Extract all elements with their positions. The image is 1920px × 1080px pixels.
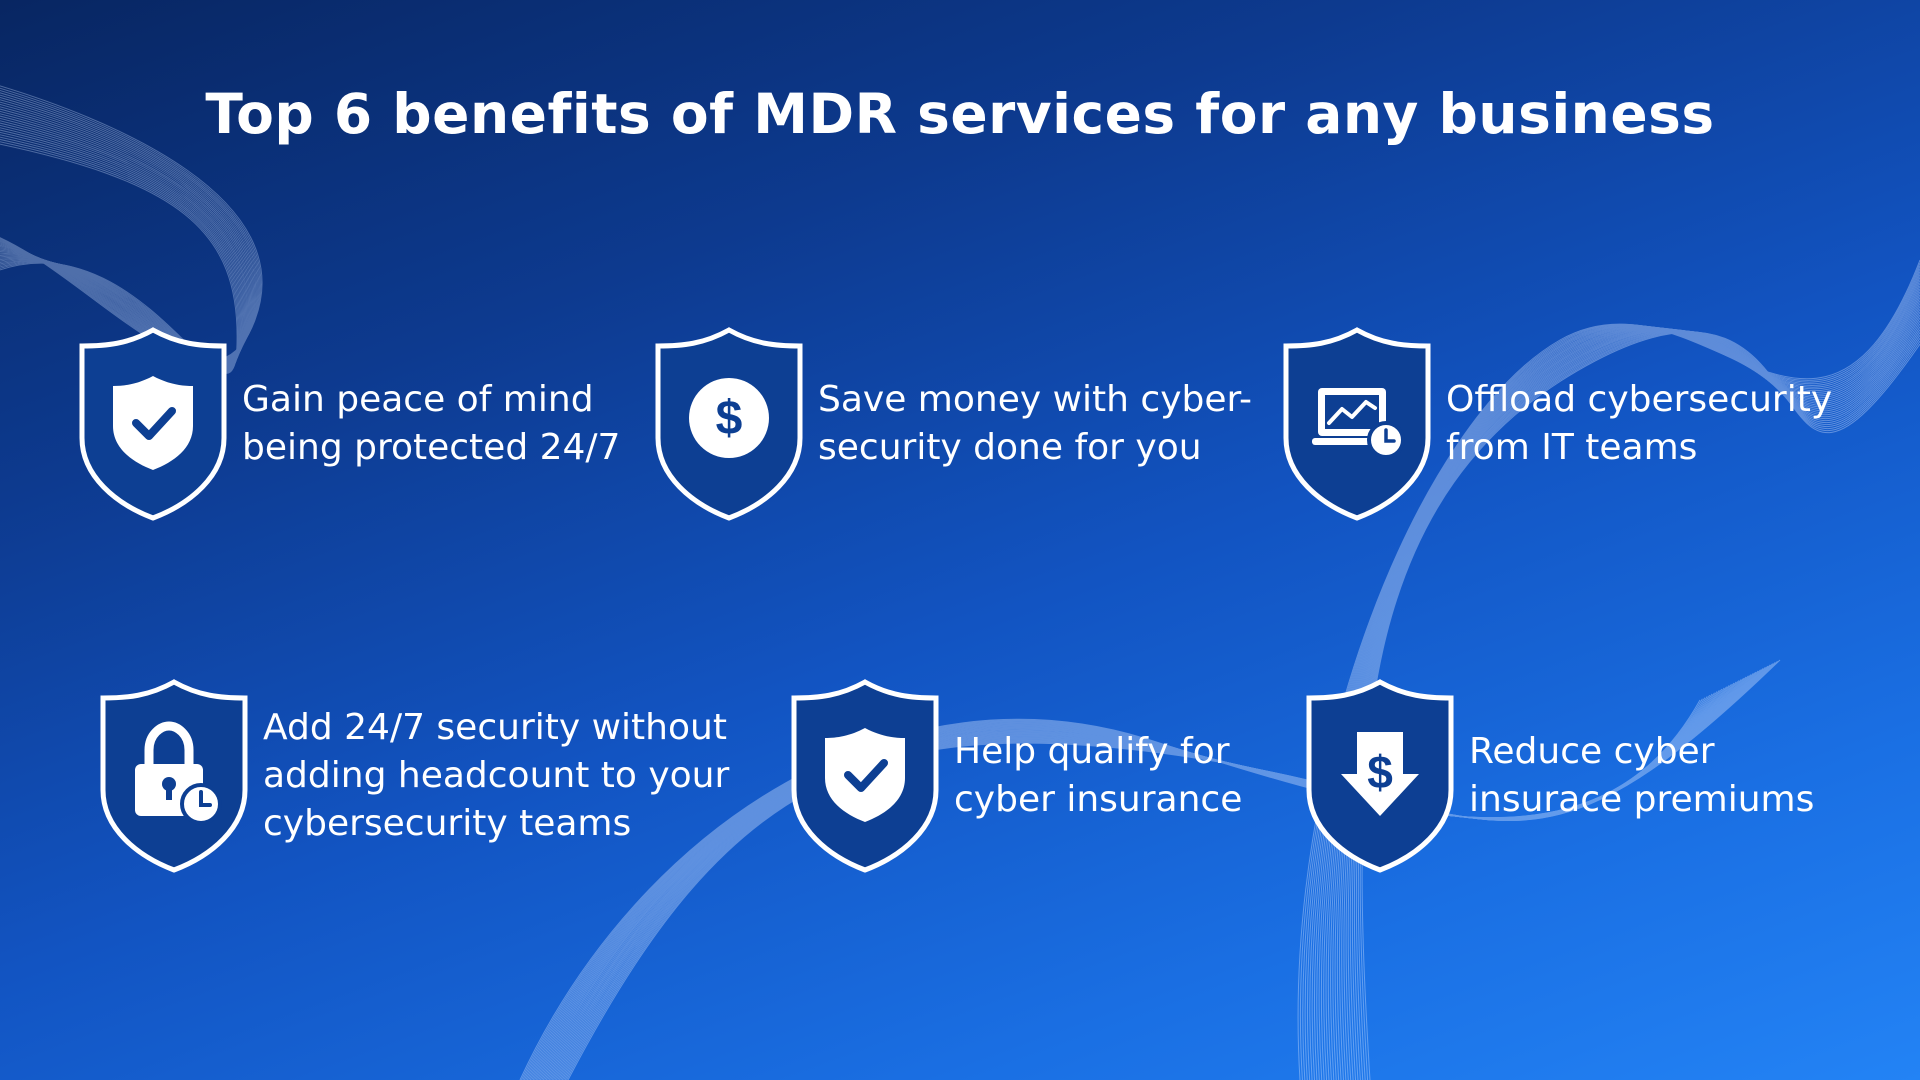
page-title: Top 6 benefits of MDR services for any b… [205,82,1715,146]
benefit-text: Gain peace of mind being protected 24/7 [242,379,621,468]
benefit-item: $ Reduce cyber insurace premiums [1305,678,1814,874]
dollar-down-arrow-icon: $ [1306,679,1454,873]
benefit-text: Offload cybersecurity from IT teams [1446,379,1833,468]
dollar-coin-icon: $ [655,327,803,521]
benefit-item: Add 24/7 security without adding headcou… [99,678,729,874]
benefit-text: Reduce cyber insurace premiums [1469,731,1815,820]
padlock-clock-icon [100,679,248,873]
benefit-text: Save money with cyber- security done for… [818,379,1253,468]
benefit-item: Offload cybersecurity from IT teams [1282,326,1832,522]
monitor-chart-clock-icon [1283,327,1431,521]
svg-text:$: $ [716,392,743,445]
check-shield-icon [791,679,939,873]
check-shield-icon [79,327,227,521]
benefit-item: Gain peace of mind being protected 24/7 [78,326,620,522]
benefit-item: Help qualify for cyber insurance [790,678,1242,874]
benefit-text: Add 24/7 security without adding headcou… [263,707,730,844]
benefit-text: Help qualify for cyber insurance [954,731,1243,820]
svg-text:$: $ [1367,746,1393,798]
benefit-item: $ Save money with cyber- security done f… [654,326,1252,522]
